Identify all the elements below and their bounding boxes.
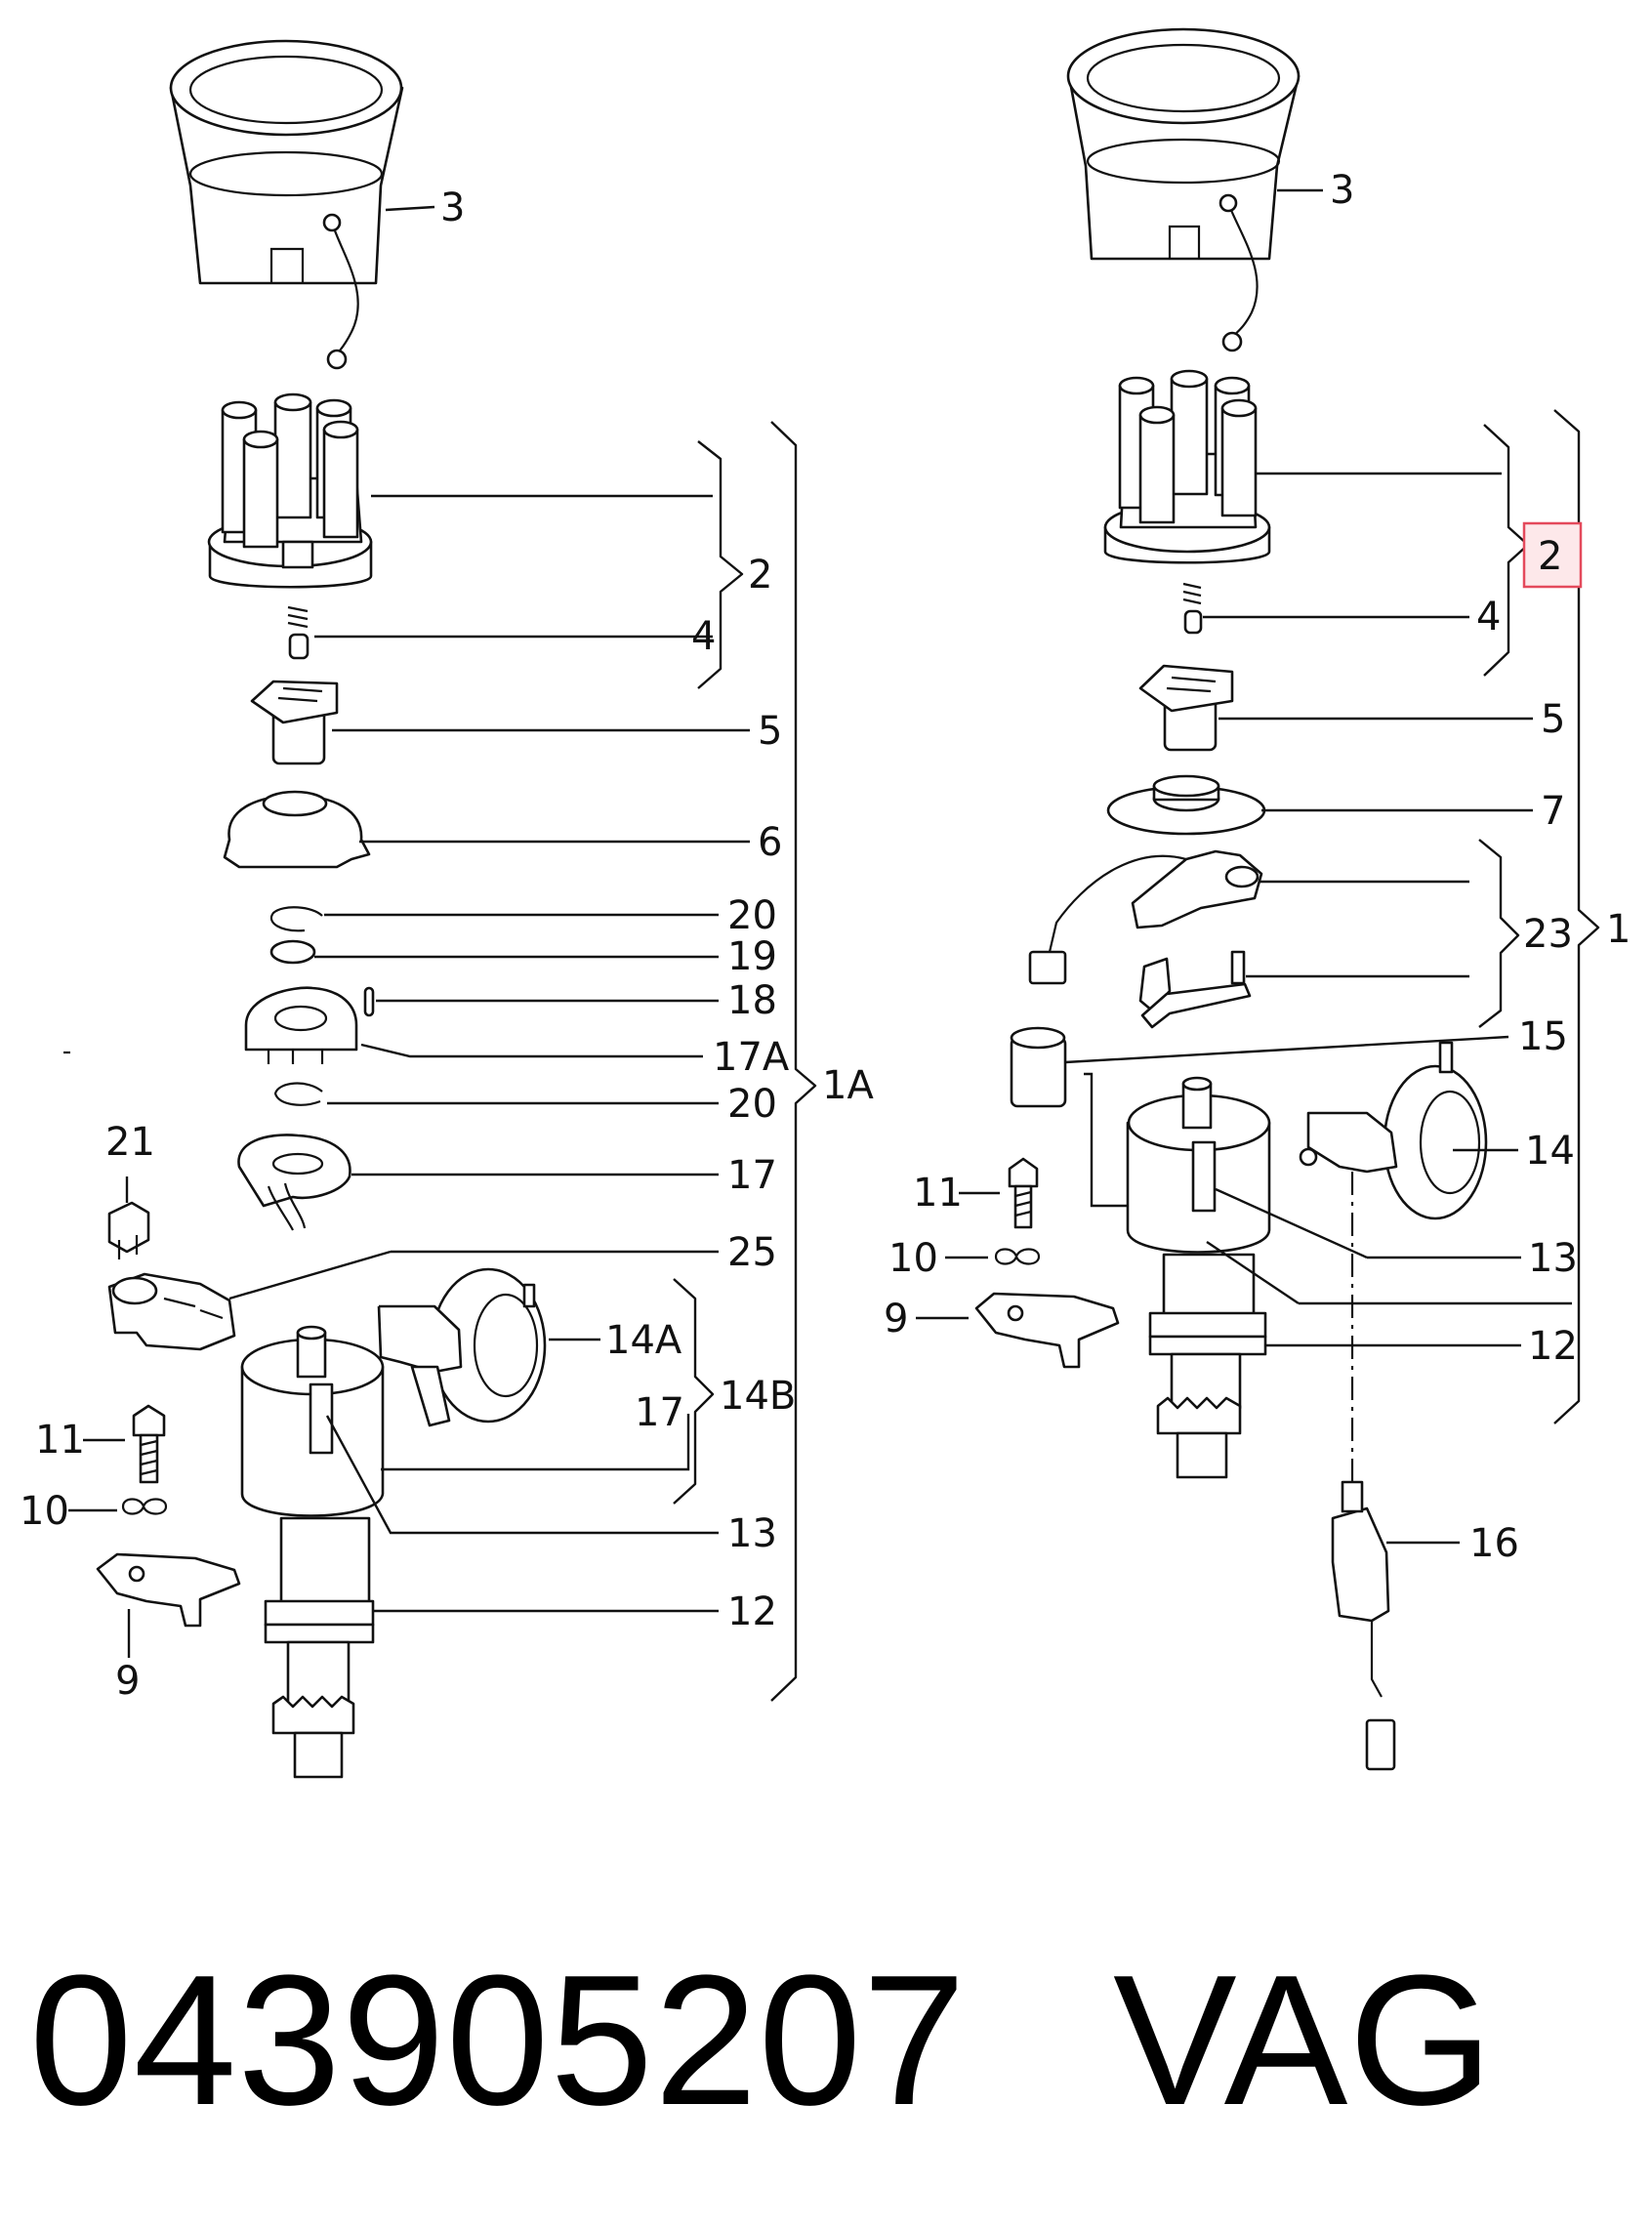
left-washer-part-19	[269, 939, 316, 965]
left-label-2: 2	[748, 553, 772, 598]
right-label-4: 4	[1476, 595, 1501, 640]
right-label-2-highlight	[1522, 521, 1583, 589]
left-label-5: 5	[758, 709, 782, 754]
left-label-19: 19	[727, 934, 777, 979]
left-label-4: 4	[691, 614, 716, 659]
right-callout-labels: 3 2 4 5 7 23 1 15 14 11 10 13 9 12 16	[884, 168, 1631, 1566]
left-label-1A: 1A	[822, 1063, 874, 1108]
left-distributor-housing	[240, 1325, 385, 1779]
right-contact-set-part-23	[1028, 849, 1263, 1029]
left-brackets	[673, 421, 817, 1702]
left-spring-washer-part-10	[121, 1498, 168, 1515]
left-label-20a: 20	[727, 893, 777, 938]
left-label-14A: 14A	[605, 1318, 682, 1363]
left-assembly: 3 2 4 5 6 20 19 18 17A 20 1A 17 21 25 14…	[20, 39, 874, 1779]
left-circlip-part-20	[269, 906, 323, 932]
right-label-3: 3	[1330, 168, 1354, 213]
right-distributor-cap-part-2	[1103, 369, 1271, 564]
left-callout-labels: 3 2 4 5 6 20 19 18 17A 20 1A 17 21 25 14…	[20, 186, 874, 1704]
left-label-17b: 17	[635, 1390, 684, 1435]
right-vacuum-unit-part-14	[1299, 1041, 1488, 1220]
left-label-10: 10	[20, 1489, 69, 1534]
left-label-11: 11	[35, 1418, 85, 1463]
right-clamp-part-9	[974, 1292, 1120, 1369]
right-assembly: 3 2 4 5 7 23 1 15 14 11 10 13 9 12 16	[884, 27, 1631, 1771]
right-label-11: 11	[913, 1171, 963, 1216]
left-hall-sender-part-25	[107, 1272, 236, 1351]
left-carbon-brush-part-4	[287, 605, 310, 660]
left-clamp-part-9	[96, 1552, 241, 1628]
right-spring-washer-part-10	[994, 1248, 1041, 1265]
right-dust-shield-part-7	[1106, 774, 1266, 836]
left-label-17: 17	[727, 1153, 777, 1198]
left-leader-lines	[68, 205, 750, 1658]
right-distributor-housing	[1126, 1076, 1271, 1479]
left-label-14B: 14B	[720, 1374, 796, 1419]
left-pin-part-18	[363, 986, 375, 1017]
right-label-23: 23	[1523, 912, 1573, 957]
right-carbon-brush-part-4	[1182, 582, 1203, 635]
left-bolt-part-11	[132, 1404, 166, 1484]
left-label-3: 3	[440, 186, 465, 230]
left-circlip-part-20b	[273, 1082, 323, 1106]
left-label-17A: 17A	[713, 1035, 790, 1080]
right-capacitor-part-15	[1010, 1026, 1067, 1108]
left-label-21: 21	[105, 1120, 155, 1165]
part-number: 043905207	[29, 1937, 968, 2144]
distributor-exploded-diagram: 3 2 4 5 6 20 19 18 17A 20 1A 17 21 25 14…	[20, 27, 1631, 1779]
left-label-18: 18	[727, 978, 777, 1023]
left-label-20b: 20	[727, 1082, 777, 1127]
right-label-9: 9	[884, 1297, 908, 1341]
left-label-9: 9	[115, 1659, 140, 1704]
right-label-14: 14	[1525, 1129, 1575, 1174]
left-breaker-plate-part-17A	[244, 986, 358, 1064]
left-vacuum-unit-part-14A	[377, 1267, 547, 1427]
right-label-15: 15	[1518, 1014, 1568, 1059]
right-label-5: 5	[1541, 697, 1565, 742]
right-label-2: 2	[1538, 534, 1562, 579]
left-rotor-part-5	[250, 680, 339, 765]
right-hall-sensor-part-16	[1331, 1480, 1396, 1771]
right-label-7: 7	[1541, 789, 1565, 834]
left-label-6: 6	[758, 820, 782, 865]
brand-name: VAG	[1113, 1937, 1495, 2144]
right-dust-cover-part-3	[1066, 27, 1301, 352]
left-dust-cover-part-3	[169, 39, 404, 370]
right-label-16: 16	[1469, 1521, 1519, 1566]
left-trigger-plate-part-17	[237, 1134, 351, 1231]
right-bolt-part-11	[1008, 1157, 1039, 1229]
right-label-10: 10	[888, 1236, 938, 1281]
right-label-13: 13	[1528, 1236, 1578, 1281]
left-dust-shield-part-6	[223, 790, 371, 869]
left-label-25: 25	[727, 1230, 777, 1275]
left-connector-part-21	[107, 1201, 150, 1259]
right-rotor-part-5	[1138, 664, 1234, 752]
right-leader-lines	[916, 188, 1572, 1545]
right-label-1: 1	[1606, 907, 1631, 952]
left-label-12: 12	[727, 1589, 777, 1634]
left-label-13: 13	[727, 1511, 777, 1556]
right-label-12: 12	[1528, 1324, 1578, 1369]
left-distributor-cap-part-2	[207, 392, 373, 589]
